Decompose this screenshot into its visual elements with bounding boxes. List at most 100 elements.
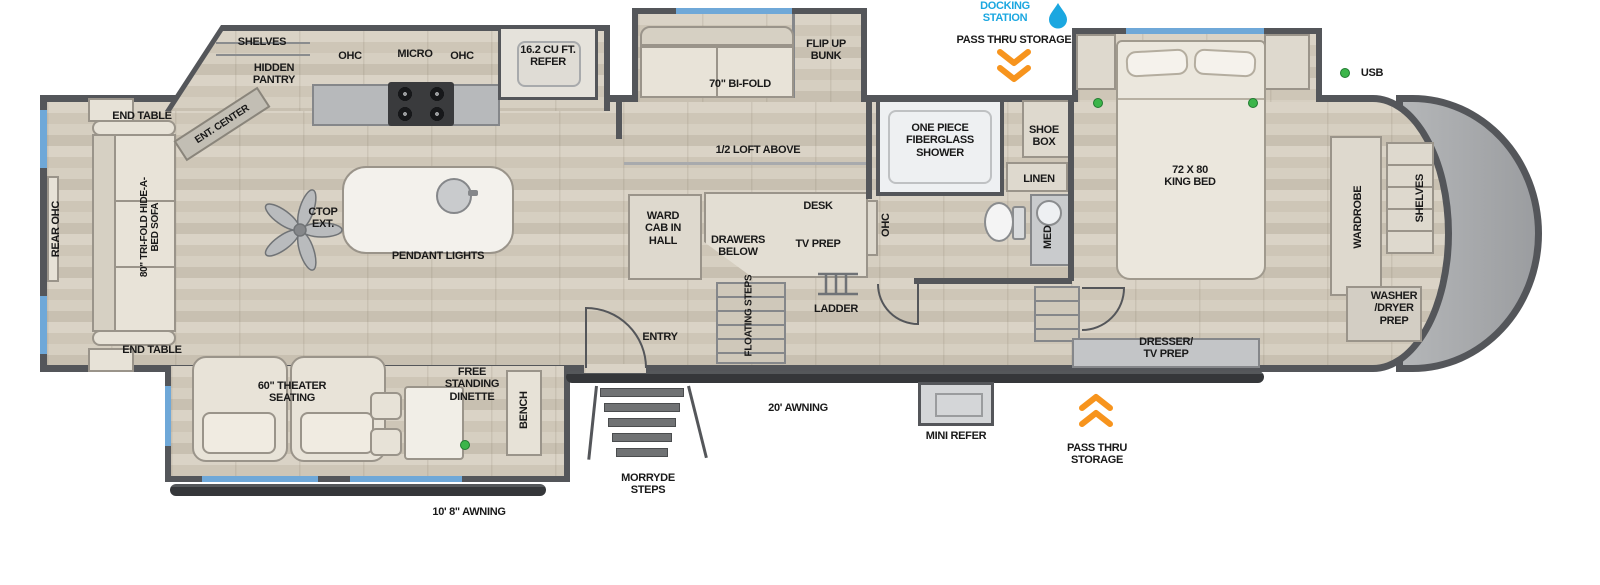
- usb-marker-bed-right: [1248, 98, 1258, 108]
- dinette-chair-top: [370, 392, 402, 420]
- bench-label: BENCH: [517, 391, 530, 429]
- kitchen-island: [342, 166, 514, 254]
- rear-window-top: [40, 110, 47, 168]
- bed-pillow-left: [1125, 48, 1189, 78]
- toilet-tank: [1012, 206, 1026, 240]
- bifold-sofa-seat: [640, 46, 794, 98]
- bifold-label: 70" BI-FOLD: [709, 78, 771, 90]
- sofa-seat: [114, 134, 176, 332]
- nightstand-right: [1264, 34, 1310, 90]
- washer-dryer-block: [1346, 286, 1422, 342]
- pass-thru-top-label: PASS THRU STORAGE: [956, 34, 1072, 46]
- desk-label: DESK: [803, 200, 833, 212]
- dinette-chair-bottom: [370, 428, 402, 456]
- bath-sink: [1036, 200, 1062, 226]
- dinette-table: [404, 386, 464, 460]
- bunk-slide-window: [676, 8, 792, 14]
- refer-label: 16.2 CU FT. REFER: [520, 44, 576, 69]
- theater-seating-label: 60" THEATER SEATING: [257, 380, 327, 405]
- ohc-left-label: OHC: [338, 50, 362, 62]
- sofa-back: [92, 134, 116, 332]
- nightstand-left: [1076, 34, 1116, 90]
- wall-kitchen-bunk: [616, 95, 622, 139]
- wall-bunk-bath: [866, 95, 872, 199]
- awning-20-label: 20' AWNING: [768, 402, 828, 414]
- island-faucet: [468, 190, 478, 196]
- morryde-step-3: [608, 418, 676, 427]
- ward-cab-label: WARD CAB IN HALL: [644, 210, 682, 247]
- bedroom-steps: [1034, 286, 1080, 342]
- linen-cabinet: [1006, 162, 1068, 192]
- flip-up-bunk-label: FLIP UP BUNK: [806, 38, 846, 63]
- awning-20-bar: [566, 371, 1264, 383]
- shelves-block: [1386, 142, 1434, 254]
- king-bed: [1116, 40, 1266, 280]
- usb-marker-labeled: [1340, 68, 1350, 78]
- wall-bath-bedroom: [1068, 95, 1074, 281]
- loft-edge-line: [624, 162, 868, 165]
- bath-ohc-cabinet: [866, 200, 878, 256]
- shelves-label: SHELVES: [237, 36, 287, 48]
- mini-refer-door: [935, 393, 983, 417]
- rear-ohc-cabinet: [47, 176, 59, 282]
- bedroom-slide-window: [1126, 28, 1264, 34]
- dresser-label: DRESSER/ TV PREP: [1139, 336, 1193, 361]
- theater-cushion-right: [300, 412, 374, 454]
- island-sink: [436, 178, 472, 214]
- bifold-sofa-back: [640, 26, 794, 46]
- usb-marker-dinette: [460, 440, 470, 450]
- morryde-steps-label: MORRYDE STEPS: [621, 472, 675, 497]
- shower-pan: [888, 110, 992, 184]
- tv-prep-label: TV PREP: [795, 238, 841, 250]
- bed-fold-line: [1118, 98, 1264, 100]
- usb-label: USB: [1360, 67, 1384, 79]
- shoe-box-cabinet: [1022, 100, 1070, 158]
- mini-refer-block: [918, 382, 994, 426]
- mini-refer-label: MINI REFER: [925, 430, 987, 442]
- water-droplet-icon: [1049, 3, 1067, 29]
- floating-steps-label: FLOATING STEPS: [743, 274, 755, 357]
- bed-pillow-right: [1193, 48, 1257, 78]
- morryde-rail-left: [587, 385, 598, 460]
- entry-label: ENTRY: [642, 331, 678, 343]
- bench-block: [506, 370, 542, 456]
- theater-cushion-left: [202, 412, 276, 454]
- docking-station-label: DOCKING STATION: [980, 0, 1030, 25]
- pantry-shelf-lines: [216, 32, 310, 62]
- bottom-slide-window-left: [165, 386, 171, 446]
- end-table-bottom-block: [88, 348, 134, 372]
- theater-seat-left: [192, 356, 288, 462]
- med-label: MED: [1041, 225, 1054, 249]
- pass-thru-arrow-up-icon: [1079, 394, 1113, 427]
- rear-window-bottom: [40, 296, 47, 354]
- micro-label: MICRO: [397, 48, 433, 60]
- linen-label: LINEN: [1023, 173, 1055, 185]
- drawers-below-label: DRAWERS BELOW: [710, 234, 766, 259]
- refrigerator: [498, 26, 598, 100]
- end-table-top-label: END TABLE: [112, 110, 172, 122]
- rear-ohc-label: REAR OHC: [49, 201, 62, 258]
- dresser-block: [1072, 338, 1260, 368]
- sofa-label: 80" TRI-FOLD HIDE-A-BED SOFA: [138, 177, 161, 278]
- cooktop: [388, 82, 454, 126]
- pass-thru-bottom-label: PASS THRU STORAGE: [1066, 442, 1128, 467]
- bath-ohc-label: OHC: [879, 213, 892, 237]
- morryde-step-2: [604, 403, 680, 412]
- toilet-bowl: [984, 202, 1014, 242]
- morryde-step-4: [612, 433, 672, 442]
- pass-thru-arrow-down-icon: [997, 49, 1031, 82]
- loft-label: 1/2 LOFT ABOVE: [715, 144, 801, 156]
- morryde-step-1: [600, 388, 684, 397]
- awning-10-label: 10' 8" AWNING: [432, 506, 506, 518]
- morryde-rail-right: [687, 385, 708, 459]
- usb-marker-bed-left: [1093, 98, 1103, 108]
- end-table-bottom-label: END TABLE: [122, 344, 182, 356]
- wardrobe-label: WARDROBE: [1351, 185, 1364, 249]
- pendant-lights-label: PENDANT LIGHTS: [391, 250, 485, 262]
- bottom-slide-window-a: [202, 476, 318, 482]
- ohc-right-label: OHC: [450, 50, 474, 62]
- floating-steps-block: [716, 282, 786, 364]
- washer-dryer-label: WASHER /DRYER PREP: [1370, 290, 1418, 327]
- dinette-label: FREE STANDING DINETTE: [444, 366, 500, 403]
- king-bed-label: 72 X 80 KING BED: [1164, 164, 1216, 189]
